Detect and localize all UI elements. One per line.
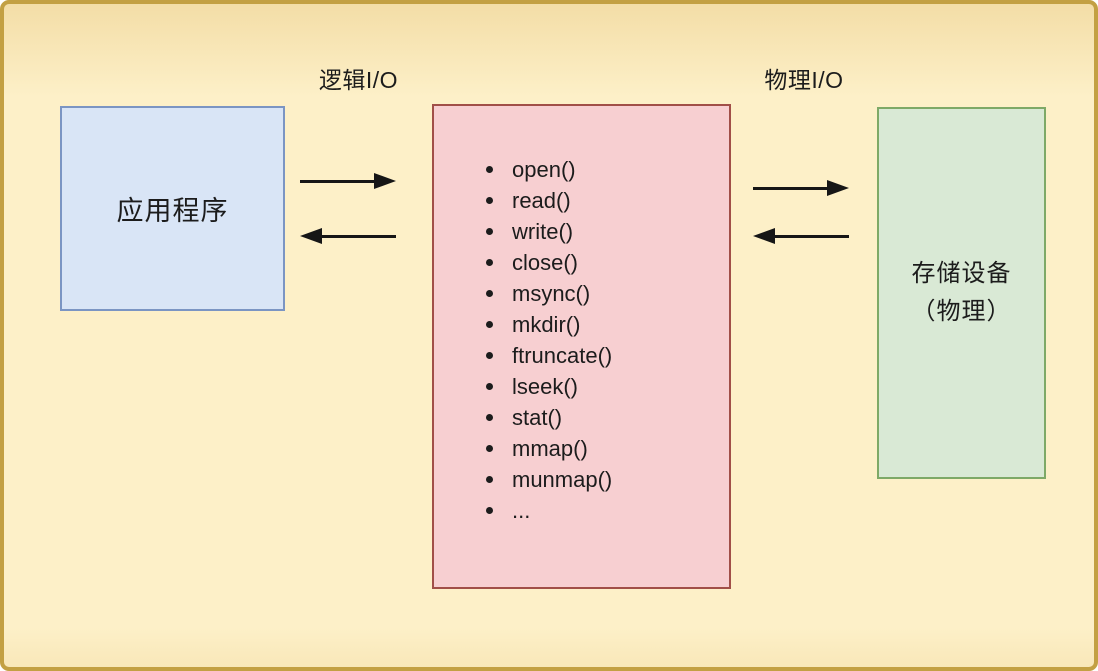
syscall-list: open()read()write()close()msync()mkdir()… xyxy=(486,154,729,526)
physical-io-label: 物理I/O xyxy=(764,67,844,93)
storage-device-label-line1: 存储设备 xyxy=(911,260,1012,287)
syscall-item: mmap() xyxy=(486,433,729,464)
syscall-item: lseek() xyxy=(486,371,729,402)
arrow-head xyxy=(827,180,849,196)
storage-device-box: 存储设备 （物理） xyxy=(877,107,1046,479)
syscall-item: write() xyxy=(486,216,729,247)
arrow-head xyxy=(753,228,775,244)
application-box-label: 应用程序 xyxy=(116,196,229,226)
storage-device-label-line2: （物理） xyxy=(911,298,1012,325)
logical-io-label: 逻辑I/O xyxy=(318,67,399,93)
arrow-shaft xyxy=(753,186,833,190)
logical-io-response-arrow-icon xyxy=(300,228,396,244)
physical-io-request-arrow-icon xyxy=(753,180,849,196)
arrow-shaft xyxy=(316,234,396,238)
arrow-shaft xyxy=(300,179,380,183)
syscall-item: munmap() xyxy=(486,464,729,495)
arrow-head xyxy=(300,228,322,244)
syscall-item: close() xyxy=(486,247,729,278)
syscall-item: stat() xyxy=(486,402,729,433)
syscall-item: msync() xyxy=(486,278,729,309)
arrow-shaft xyxy=(769,234,849,238)
application-box: 应用程序 xyxy=(60,106,285,311)
storage-device-label: 存储设备 （物理） xyxy=(912,255,1012,331)
syscall-box: open()read()write()close()msync()mkdir()… xyxy=(432,104,731,589)
logical-io-request-arrow-icon xyxy=(300,173,396,189)
syscall-item: ... xyxy=(486,495,729,526)
syscall-item: open() xyxy=(486,154,729,185)
arrow-head xyxy=(374,173,396,189)
syscall-item: mkdir() xyxy=(486,309,729,340)
physical-io-response-arrow-icon xyxy=(753,228,849,244)
syscall-item: read() xyxy=(486,185,729,216)
syscall-item: ftruncate() xyxy=(486,340,729,371)
